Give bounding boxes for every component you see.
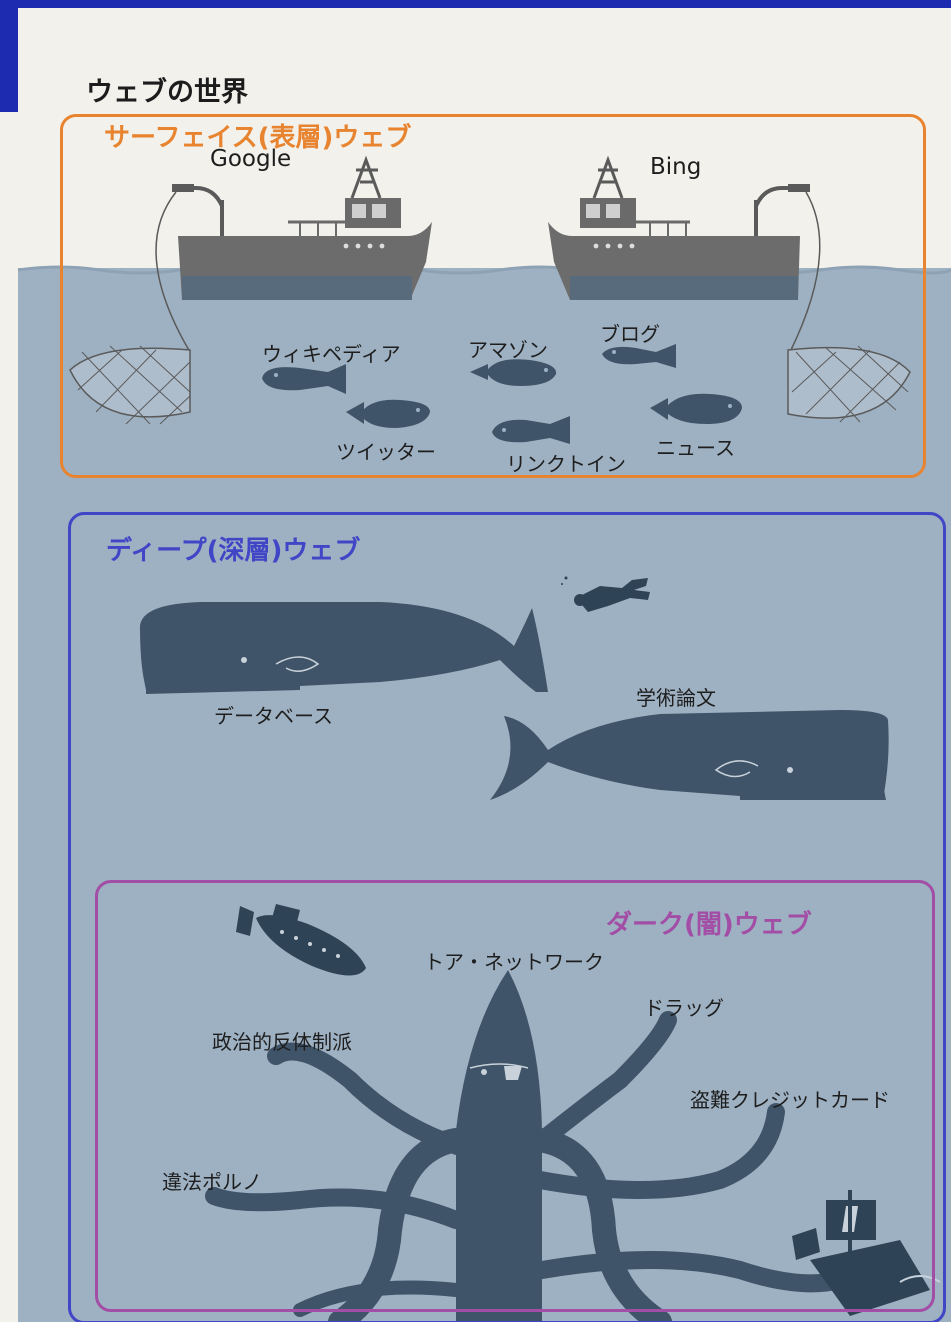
- whale-label-papers: 学術論文: [636, 686, 716, 710]
- eyepatch-icon: [504, 1066, 522, 1080]
- left-net-icon: [69, 345, 191, 425]
- page-title: ウェブの世界: [86, 77, 248, 108]
- ship-label-bing: Bing: [650, 154, 702, 180]
- fish-news-icon: [650, 393, 742, 424]
- right-net-icon: [787, 345, 911, 423]
- fish-label-amazon: アマゾン: [468, 338, 548, 362]
- surface-web-heading: サーフェイス(表層)ウェブ: [104, 123, 412, 153]
- label-stolen-credit-cards: 盗難クレジットカード: [690, 1088, 890, 1112]
- fish-label-news: ニュース: [656, 436, 735, 460]
- top-frame-bar: [0, 0, 951, 8]
- fish-amazon-icon: [470, 359, 557, 386]
- deep-web-heading: ディープ(深層)ウェブ: [106, 536, 361, 566]
- water-surface-line: [17, 265, 951, 275]
- label-political-dissidents: 政治的反体制派: [212, 1030, 352, 1054]
- fish-linkedin-icon: [492, 416, 570, 444]
- bing-ship-icon: [548, 155, 821, 353]
- whale-papers-icon: [490, 710, 889, 800]
- dark-web-heading: ダーク(闇)ウェブ: [606, 910, 812, 940]
- label-tor-network: トア・ネットワーク: [424, 950, 604, 974]
- fish-label-wikipedia: ウィキペディア: [262, 342, 401, 366]
- fish-label-linkedin: リンクトイン: [506, 452, 626, 476]
- fish-label-blog: ブログ: [600, 322, 660, 346]
- diver-icon: [561, 576, 650, 612]
- label-illegal-porn: 違法ポルノ: [162, 1170, 262, 1194]
- dark-web-box: [95, 880, 935, 1312]
- surface-web-box: [60, 114, 926, 478]
- fish-label-twitter: ツイッター: [336, 440, 436, 464]
- fish-twitter-icon: [346, 399, 430, 428]
- pirate-ship-icon: [792, 1190, 941, 1316]
- kraken-bandana: [469, 1063, 529, 1069]
- kraken-icon: [205, 970, 849, 1322]
- kraken-eye-icon: [481, 1069, 487, 1075]
- label-drugs: ドラッグ: [644, 996, 724, 1020]
- left-frame-bar: [0, 0, 18, 112]
- whale-database-icon: [140, 602, 548, 694]
- fish-wikipedia-icon: [262, 364, 346, 394]
- submarine-icon: [236, 904, 366, 976]
- google-ship-icon: [155, 155, 432, 353]
- whale-label-database: データベース: [214, 704, 333, 728]
- fish-blog-icon: [602, 344, 676, 368]
- ship-label-google: Google: [210, 146, 292, 172]
